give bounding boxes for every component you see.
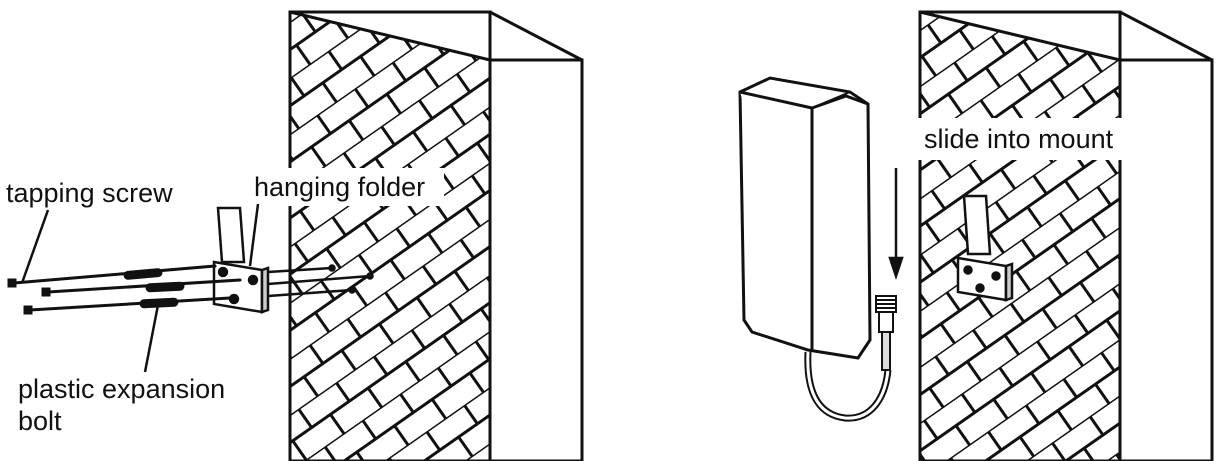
right-wall: [918, 10, 1214, 461]
plastic-expansion-bolts: [123, 268, 185, 309]
leader-lines: [20, 203, 260, 373]
hanging-label-backdrop: [248, 168, 444, 206]
panel-antenna: [738, 76, 872, 360]
antenna-cable: [804, 351, 892, 422]
label-bolt: bolt: [18, 406, 62, 436]
label-tapping-screw: tapping screw: [6, 178, 173, 208]
label-slide-into-mount: slide into mount: [924, 124, 1114, 154]
n-connector: [875, 295, 897, 371]
left-wall: [288, 10, 584, 461]
label-plastic-expansion: plastic expansion: [18, 374, 225, 404]
hanging-folder-bracket: [212, 206, 270, 314]
tapping-screws: [7, 264, 242, 315]
wall-drill-lines: [267, 264, 374, 298]
slide-label-backdrop: [918, 118, 1140, 160]
down-arrow-icon: [888, 168, 904, 280]
label-hanging-folder: hanging folder: [254, 172, 425, 202]
wall-mount-bracket: [956, 194, 1014, 302]
